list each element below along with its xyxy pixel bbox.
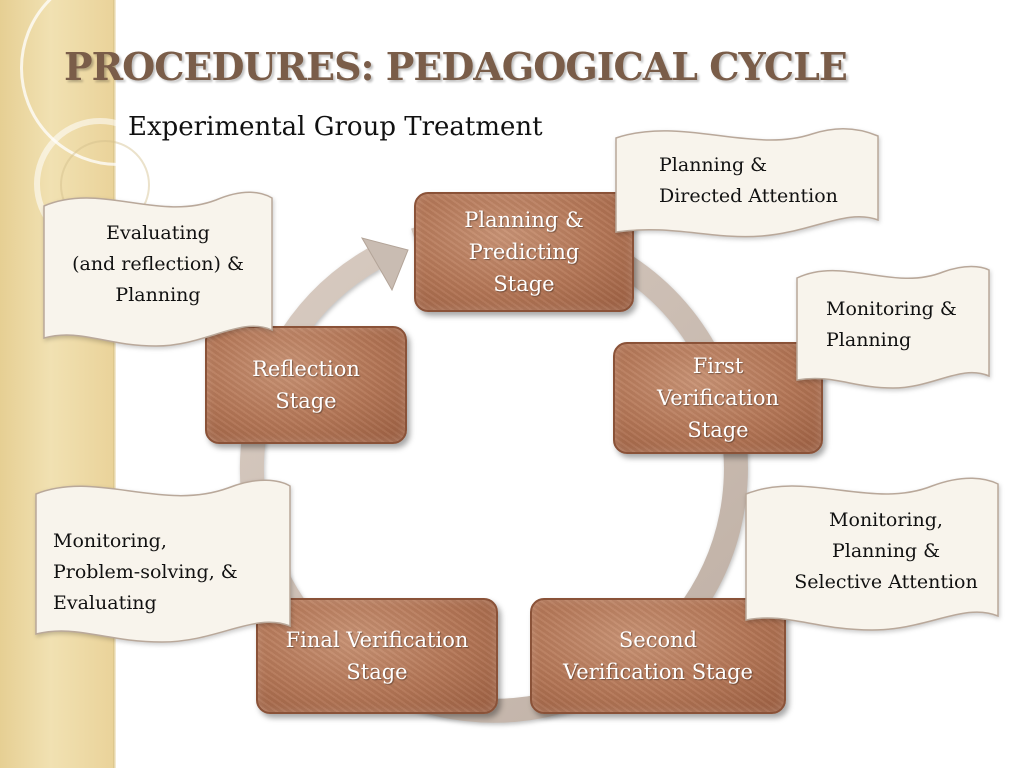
scroll-banner-icon bbox=[796, 265, 990, 389]
scroll-banner-icon bbox=[745, 477, 999, 631]
stage-second-verification: Second Verification Stage bbox=[530, 598, 786, 714]
note-reflection: Evaluating (and reflection) & Planning bbox=[40, 180, 276, 350]
note-second-verification: Monitoring, Planning & Selective Attenti… bbox=[742, 470, 1002, 634]
side-band-edge bbox=[113, 0, 116, 768]
slide-subtitle: Experimental Group Treatment bbox=[128, 112, 543, 142]
stage-first-verification: First Verification Stage bbox=[613, 342, 823, 454]
scroll-banner-icon bbox=[43, 191, 273, 347]
note-second-verification-text: Monitoring, Planning & Selective Attenti… bbox=[794, 509, 978, 593]
slide-title: PROCEDURES: PEDAGOGICAL CYCLE bbox=[64, 44, 848, 89]
note-final-verification: Monitoring, Problem-solving, & Evaluatin… bbox=[32, 470, 294, 648]
stage-reflection: Reflection Stage bbox=[205, 326, 407, 444]
stage-final-verification: Final Verification Stage bbox=[256, 598, 498, 714]
note-planning: Planning & Directed Attention bbox=[612, 120, 882, 242]
note-first-verification: Monitoring & Planning bbox=[793, 256, 993, 392]
note-reflection-text: Evaluating (and reflection) & Planning bbox=[72, 222, 244, 306]
cycle-arrowhead-icon bbox=[360, 237, 409, 292]
scroll-banner-icon bbox=[35, 479, 291, 643]
note-planning-text: Planning & Directed Attention bbox=[659, 154, 838, 207]
note-final-verification-text: Monitoring, Problem-solving, & Evaluatin… bbox=[53, 530, 238, 614]
scroll-banner-icon bbox=[615, 127, 879, 238]
stage-planning-predicting: Planning & Predicting Stage bbox=[414, 192, 634, 312]
note-first-verification-text: Monitoring & Planning bbox=[826, 298, 957, 351]
